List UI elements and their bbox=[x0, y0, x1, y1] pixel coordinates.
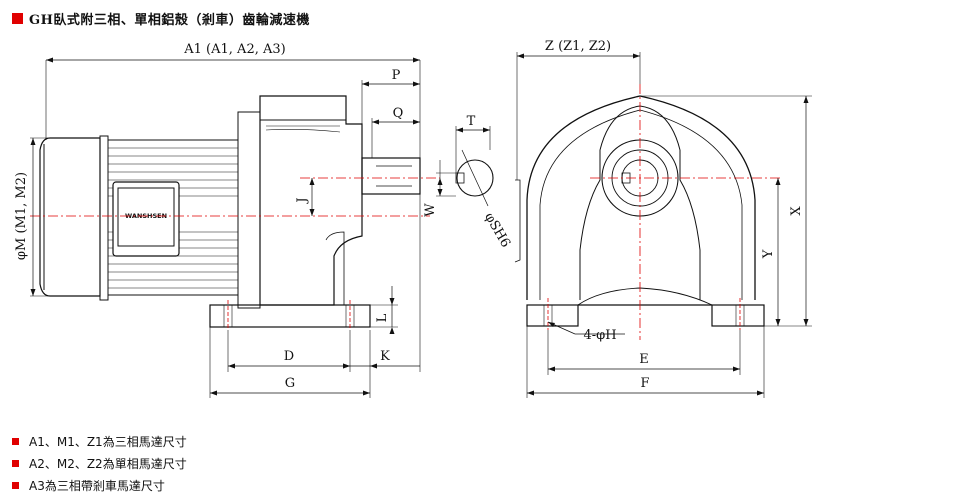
dim-t-label: T bbox=[467, 114, 476, 129]
dim-z-label: Z (Z1, Z2) bbox=[545, 39, 611, 54]
dim-g-label: G bbox=[285, 376, 295, 391]
dim-m-label: φM (M1, M2) bbox=[14, 172, 29, 260]
dim-l-label: L bbox=[375, 313, 390, 322]
note-text: A2、M2、Z2為單相馬達尺寸 bbox=[29, 456, 187, 471]
notes-list: A1、M1、Z1為三相馬達尺寸 A2、M2、Z2為單相馬達尺寸 A3為三相帶剎車… bbox=[12, 430, 187, 496]
front-view: Z (Z1, Z2) X Y 4-φH E F bbox=[514, 39, 812, 398]
note-text: A1、M1、Z1為三相馬達尺寸 bbox=[29, 434, 187, 449]
dim-w-label: W bbox=[423, 203, 438, 217]
side-view: WANSHSEN A1 (A1, A2, A3) bbox=[14, 42, 513, 398]
dim-y-label: Y bbox=[761, 249, 776, 259]
dim-k-label: K bbox=[380, 349, 390, 364]
note-text: A3為三相帶剎車馬達尺寸 bbox=[29, 478, 165, 493]
dim-e-label: E bbox=[639, 352, 649, 367]
front-bolt-holes bbox=[547, 298, 741, 330]
page-title: GH臥式附三相、單相鋁殼（剎車）齒輪減速機 bbox=[29, 12, 310, 28]
dimension-drawing: WANSHSEN A1 (A1, A2, A3) bbox=[14, 39, 812, 398]
dim-sh-label: φSH6 bbox=[481, 210, 513, 250]
note-item: A1、M1、Z1為三相馬達尺寸 bbox=[12, 430, 187, 452]
dim-j-label: J bbox=[295, 197, 310, 204]
side-bolt-holes bbox=[227, 300, 351, 330]
dim-h-label: 4-φH bbox=[583, 328, 616, 343]
dim-x-label: X bbox=[789, 206, 804, 216]
dim-a-label: A1 (A1, A2, A3) bbox=[183, 42, 285, 57]
bullet-icon bbox=[12, 481, 19, 489]
dim-q-label: Q bbox=[393, 106, 404, 121]
bullet-icon bbox=[12, 437, 19, 445]
dim-p-label: P bbox=[392, 68, 401, 83]
note-item: A3為三相帶剎車馬達尺寸 bbox=[12, 474, 187, 496]
note-item: A2、M2、Z2為單相馬達尺寸 bbox=[12, 452, 187, 474]
title-marker-icon bbox=[12, 12, 23, 24]
dim-d-label: D bbox=[284, 349, 294, 364]
dim-f-label: F bbox=[640, 376, 649, 391]
bullet-icon bbox=[12, 459, 19, 467]
title-row: GH臥式附三相、單相鋁殼（剎車）齒輪減速機 bbox=[12, 8, 310, 28]
